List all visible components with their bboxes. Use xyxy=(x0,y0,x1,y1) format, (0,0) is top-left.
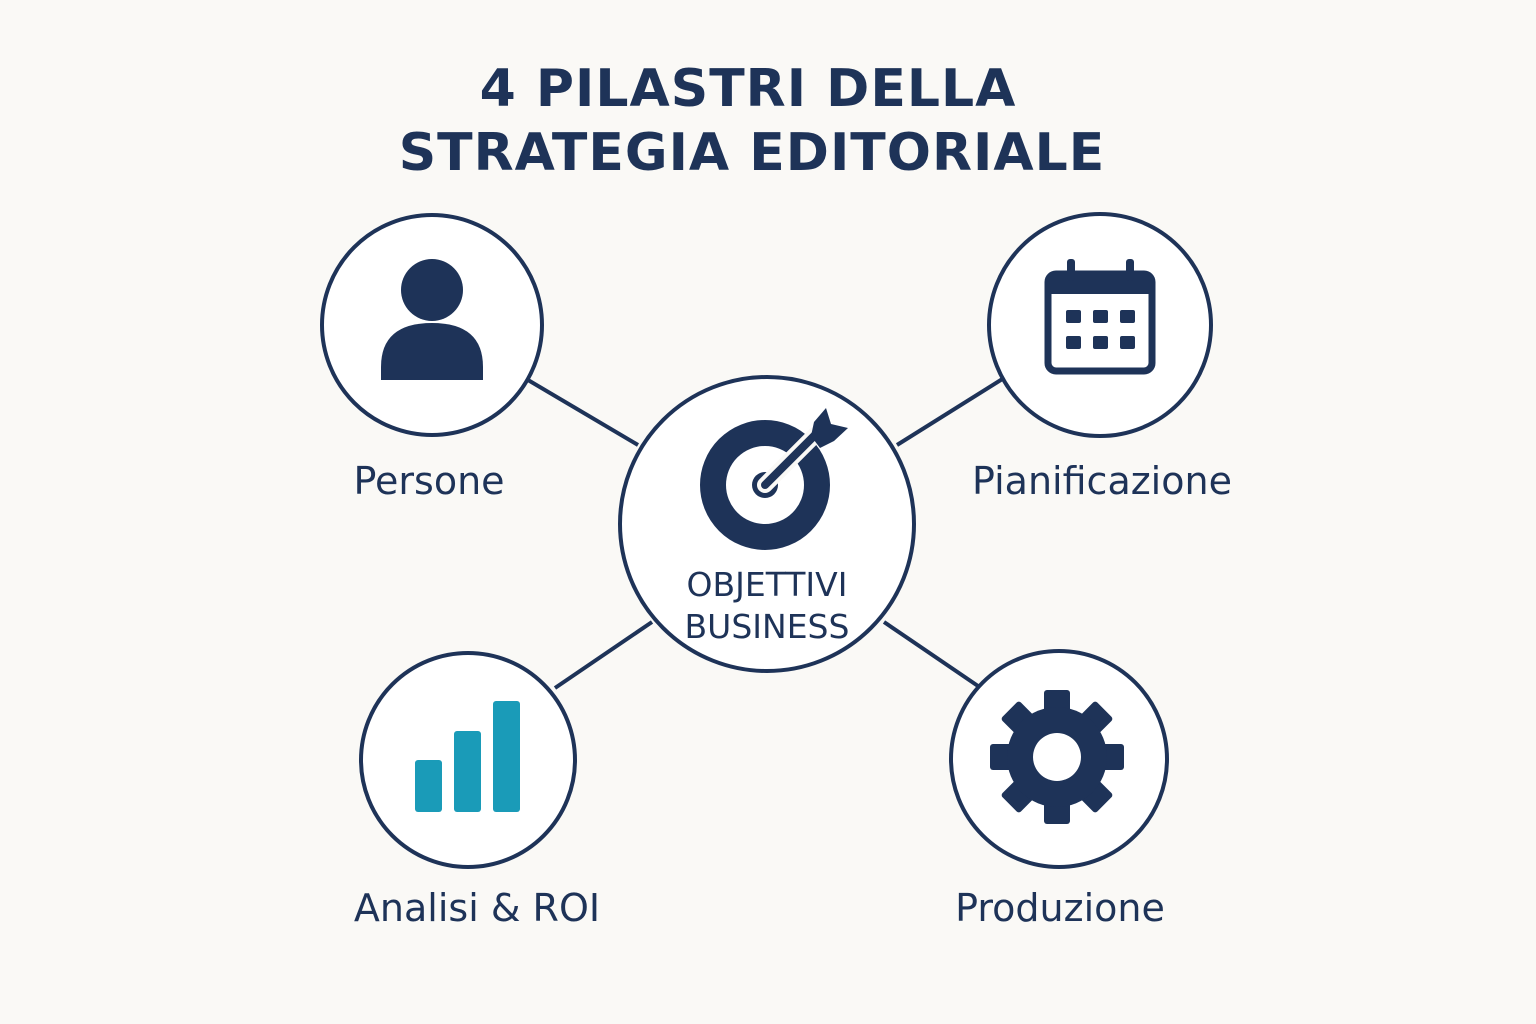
title-line-2: STRATEGIA EDITORIALE xyxy=(399,123,1106,183)
person-icon xyxy=(381,259,483,380)
bar-chart-icon xyxy=(415,701,520,812)
pillar-label-persone: Persone xyxy=(353,459,504,503)
pillar-analisi-roi: Analisi & ROI xyxy=(354,651,600,930)
pillar-ring-pianificazione xyxy=(987,212,1213,438)
connector-pianificazione xyxy=(895,376,1006,447)
connector-produzione xyxy=(882,620,980,688)
connectors xyxy=(526,376,1006,690)
connector-persone xyxy=(526,378,640,447)
target-arrow-icon xyxy=(700,408,848,550)
calendar-icon xyxy=(1044,259,1156,375)
diagram-title: 4 PILASTRI DELLA STRATEGIA EDITORIALE xyxy=(399,59,1106,183)
pillar-produzione: Produzione xyxy=(949,649,1169,930)
pillar-persone: Persone xyxy=(320,213,544,503)
title-line-1: 4 PILASTRI DELLA xyxy=(480,59,1017,119)
center-node: OBJETTIVI BUSINESS xyxy=(618,375,916,673)
center-label-line-1: OBJETTIVI xyxy=(687,565,848,604)
gear-icon xyxy=(990,690,1124,824)
pillar-label-pianificazione: Pianificazione xyxy=(972,459,1232,503)
connector-analisi xyxy=(553,620,654,690)
pillar-pianificazione: Pianificazione xyxy=(972,212,1232,503)
pillar-label-analisi-roi: Analisi & ROI xyxy=(354,886,600,930)
center-label-line-2: BUSINESS xyxy=(685,607,850,646)
pillar-label-produzione: Produzione xyxy=(955,886,1165,930)
